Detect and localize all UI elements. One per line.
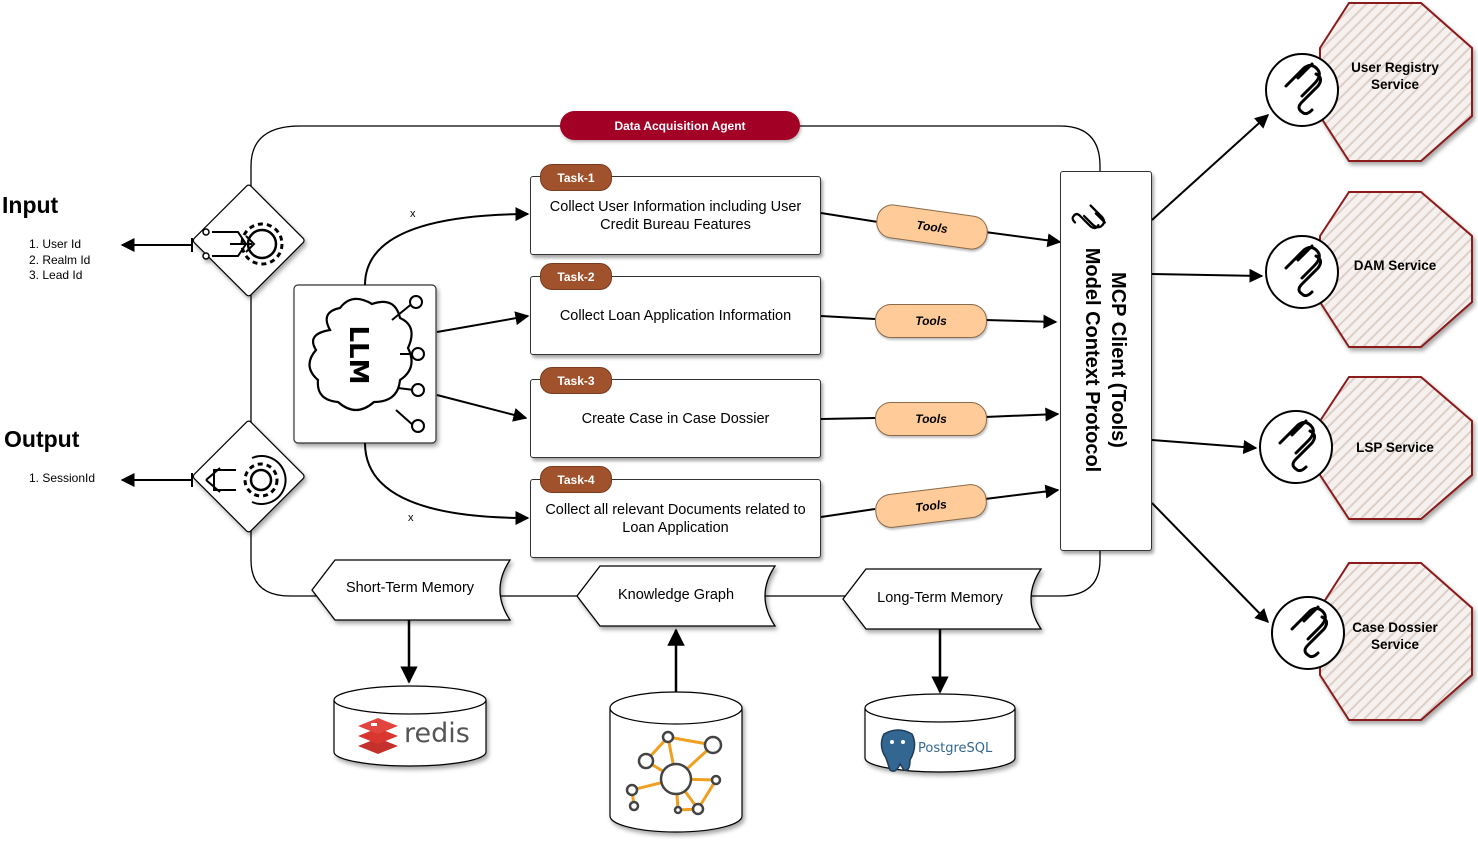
task-1-box[interactable]: Collect User Information including User … [530, 176, 821, 255]
task-2-badge: Task-2 [540, 263, 612, 290]
knowledge-graph-shape [576, 565, 777, 627]
input-item: 2. Realm Id [29, 252, 91, 267]
tools-pill-3[interactable]: Tools [875, 402, 987, 436]
mcp-label-line1: MCP Client (Tools) [1107, 272, 1129, 448]
mcp-icon [1071, 204, 1107, 230]
edge-label-bottom: x [408, 512, 414, 524]
long-term-memory-label: Long-Term Memory [877, 590, 1003, 606]
edge-label-top: x [410, 208, 416, 220]
service-user-registry[interactable] [1265, 2, 1473, 162]
service-label-user-registry: User Registry Service [1351, 60, 1439, 92]
task-4-badge: Task-4 [540, 466, 612, 493]
postgres-logo [880, 729, 916, 772]
mcp-label-line2: Model Context Protocol [1081, 247, 1103, 473]
task-1-badge: Task-1 [540, 164, 612, 191]
service-dam[interactable] [1265, 191, 1473, 348]
knowledge-graph-label: Knowledge Graph [617, 587, 735, 603]
input-list: 1. User Id 2. Realm Id 3. Lead Id [29, 237, 90, 284]
agent-title: Data Acquisition Agent [560, 111, 800, 140]
tools-pill-2[interactable]: Tools [875, 304, 987, 338]
service-label-lsp: LSP Service [1356, 440, 1434, 455]
service-label-dam: DAM Service [1353, 258, 1437, 273]
mcp-icon [1278, 62, 1329, 659]
input-item: 1. User Id [29, 237, 82, 251]
input-gear-icon [192, 184, 305, 297]
task-3-badge: Task-3 [540, 367, 612, 394]
redis-logo [358, 718, 398, 754]
svg-text:LLM: LLM [343, 325, 373, 384]
mcp-label: MCP Client (Tools) Model Context Protoco… [1079, 248, 1131, 472]
service-label-case-dossier: Case Dossier Service [1352, 620, 1438, 652]
agent-frame [250, 125, 1101, 597]
short-term-memory-label: Short-Term Memory [345, 580, 475, 596]
service-case-dossier[interactable] [1271, 562, 1473, 721]
redis-text: redis [404, 718, 470, 749]
output-gear-icon [192, 420, 305, 533]
input-title: Input [2, 192, 59, 218]
graph-icon [625, 730, 723, 816]
output-title: Output [4, 426, 80, 452]
output-list: 1. SessionId [29, 471, 95, 487]
postgres-text: PostgreSQL [918, 741, 993, 756]
brain-icon: LLM [293, 284, 437, 444]
output-item: 1. SessionId [29, 471, 96, 485]
short-term-memory-shape [311, 559, 512, 621]
mcp-client-box[interactable] [1060, 171, 1152, 551]
long-term-memory-shape [842, 568, 1043, 630]
input-item: 3. Lead Id [29, 268, 83, 282]
